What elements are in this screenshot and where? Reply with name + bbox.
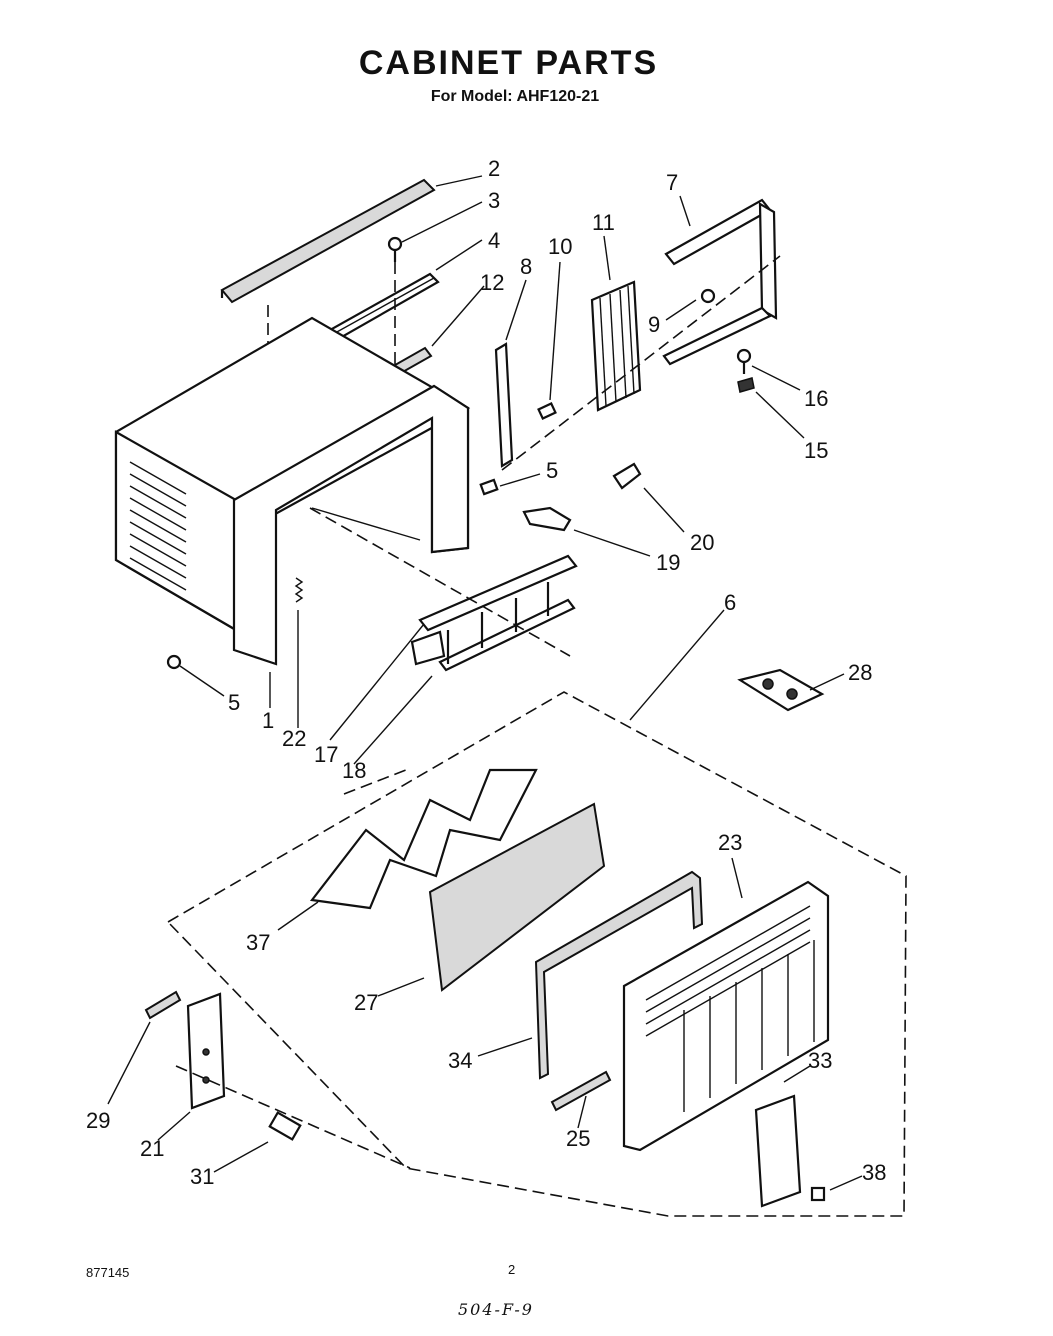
part-22-spring	[294, 577, 304, 603]
part-37-wire-support	[309, 768, 538, 910]
label-9: 9	[648, 312, 660, 337]
label-33: 33	[808, 1048, 832, 1073]
label-25: 25	[566, 1126, 590, 1151]
part-23-front-grille	[622, 880, 830, 1152]
part-8-bracket	[494, 342, 514, 468]
label-22: 22	[282, 726, 306, 751]
label-16: 16	[804, 386, 828, 411]
label-2: 2	[488, 156, 500, 181]
part-38-label	[810, 1186, 826, 1202]
part-7-rear-rail	[662, 198, 778, 366]
label-18: 18	[342, 758, 366, 783]
label-10: 10	[548, 234, 572, 259]
page-number: 2	[508, 1262, 516, 1277]
part-20-clip	[612, 462, 642, 490]
part-5-screw-upper	[479, 478, 499, 496]
part-34-gasket-frame	[534, 870, 704, 1080]
part-10-screw	[537, 402, 557, 420]
part-9-screw	[700, 288, 716, 304]
document-number: 877145	[86, 1265, 130, 1280]
part-16-screw	[736, 348, 752, 374]
part-29-foam-block	[144, 990, 182, 1020]
label-15: 15	[804, 438, 828, 463]
label-4: 4	[488, 228, 500, 253]
part-31-knob	[268, 1111, 302, 1141]
part-15-clip	[737, 377, 755, 393]
label-27: 27	[354, 990, 378, 1015]
label-5-lower: 5	[228, 690, 240, 715]
page-title: CABINET PARTS	[358, 44, 659, 82]
label-29: 29	[86, 1108, 110, 1133]
part-21-bracket	[186, 992, 226, 1110]
label-1: 1	[262, 708, 274, 733]
handwritten-note: 504-F-9	[458, 1300, 534, 1319]
label-12: 12	[480, 270, 504, 295]
guide-line	[175, 1065, 411, 1169]
part-25-foam-strip	[550, 1070, 612, 1112]
label-19: 19	[656, 550, 680, 575]
label-11: 11	[592, 210, 615, 235]
part-18-bracket-assembly	[410, 554, 578, 672]
label-31: 31	[190, 1164, 214, 1189]
guide-line	[501, 255, 781, 471]
part-19-lever	[522, 506, 572, 532]
part-5-screw-lower	[166, 654, 182, 670]
label-38: 38	[862, 1160, 886, 1185]
leader-lines	[107, 175, 863, 1191]
label-20: 20	[690, 530, 714, 555]
part-28-hardware-pack	[737, 668, 825, 712]
label-6: 6	[724, 590, 736, 615]
part-3-screw	[387, 236, 403, 262]
label-7: 7	[666, 170, 678, 195]
part-27-filter	[428, 802, 606, 992]
label-28: 28	[848, 660, 872, 685]
label-37: 37	[246, 930, 270, 955]
part-11-corrugated-panel	[590, 280, 642, 412]
guide-line	[309, 507, 571, 657]
guide-line	[343, 769, 407, 795]
part-labels: 2 3 4 12 8 10 11 7 9 16 15 5 20 19 6 28 …	[86, 156, 886, 1189]
part-6-front-panel-outline	[166, 691, 907, 1217]
part-33-door	[754, 1094, 802, 1208]
label-21: 21	[140, 1136, 164, 1161]
model-subtitle: For Model: AHF120-21	[430, 88, 600, 105]
label-5-upper: 5	[546, 458, 558, 483]
label-3: 3	[488, 188, 500, 213]
label-34: 34	[448, 1048, 472, 1073]
label-8: 8	[520, 254, 532, 279]
side-louvers	[129, 461, 187, 591]
part-1-cabinet	[114, 316, 471, 666]
label-17: 17	[314, 742, 338, 767]
part-2-foam-seal	[220, 178, 436, 304]
label-23: 23	[718, 830, 742, 855]
